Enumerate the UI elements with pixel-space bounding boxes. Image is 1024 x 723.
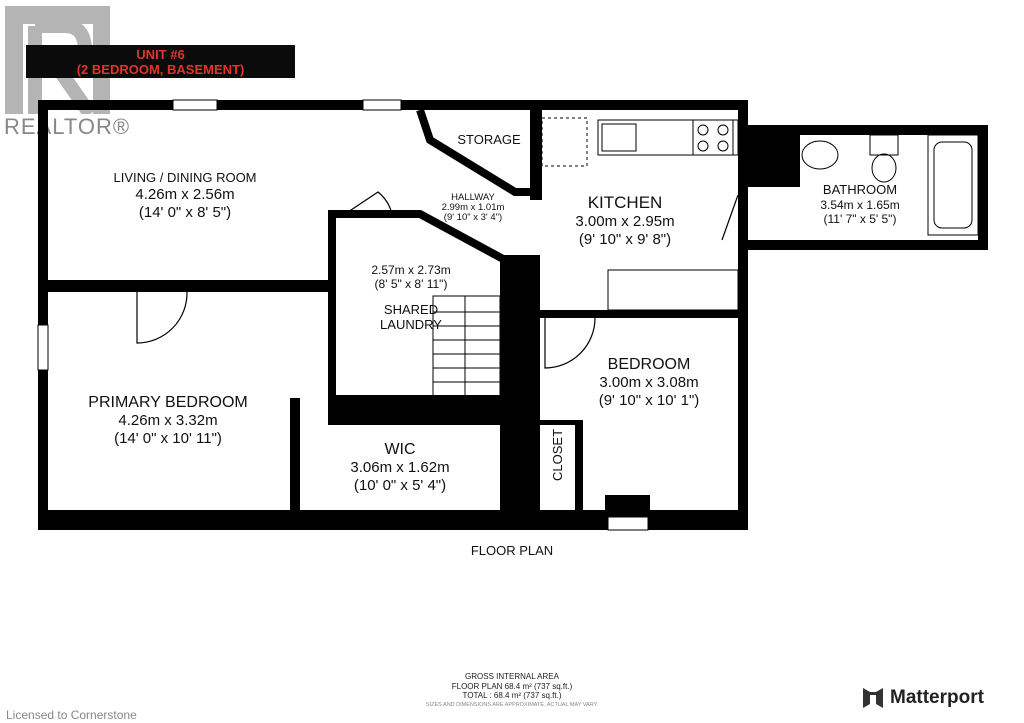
- matterport-logo: Matterport: [862, 687, 984, 709]
- matterport-icon: [863, 688, 883, 708]
- unit-banner: UNIT #6 (2 BEDROOM, BASEMENT): [26, 45, 295, 78]
- room-storage: STORAGE: [457, 132, 521, 147]
- unit-description: (2 BEDROOM, BASEMENT): [76, 62, 245, 77]
- license-notice: Licensed to Cornerstone: [6, 708, 137, 722]
- floor-plan-label: FLOOR PLAN: [470, 543, 554, 558]
- room-closet: CLOSET: [550, 428, 566, 482]
- unit-number: UNIT #6: [136, 47, 185, 62]
- realtor-watermark: REALTOR®: [4, 114, 131, 139]
